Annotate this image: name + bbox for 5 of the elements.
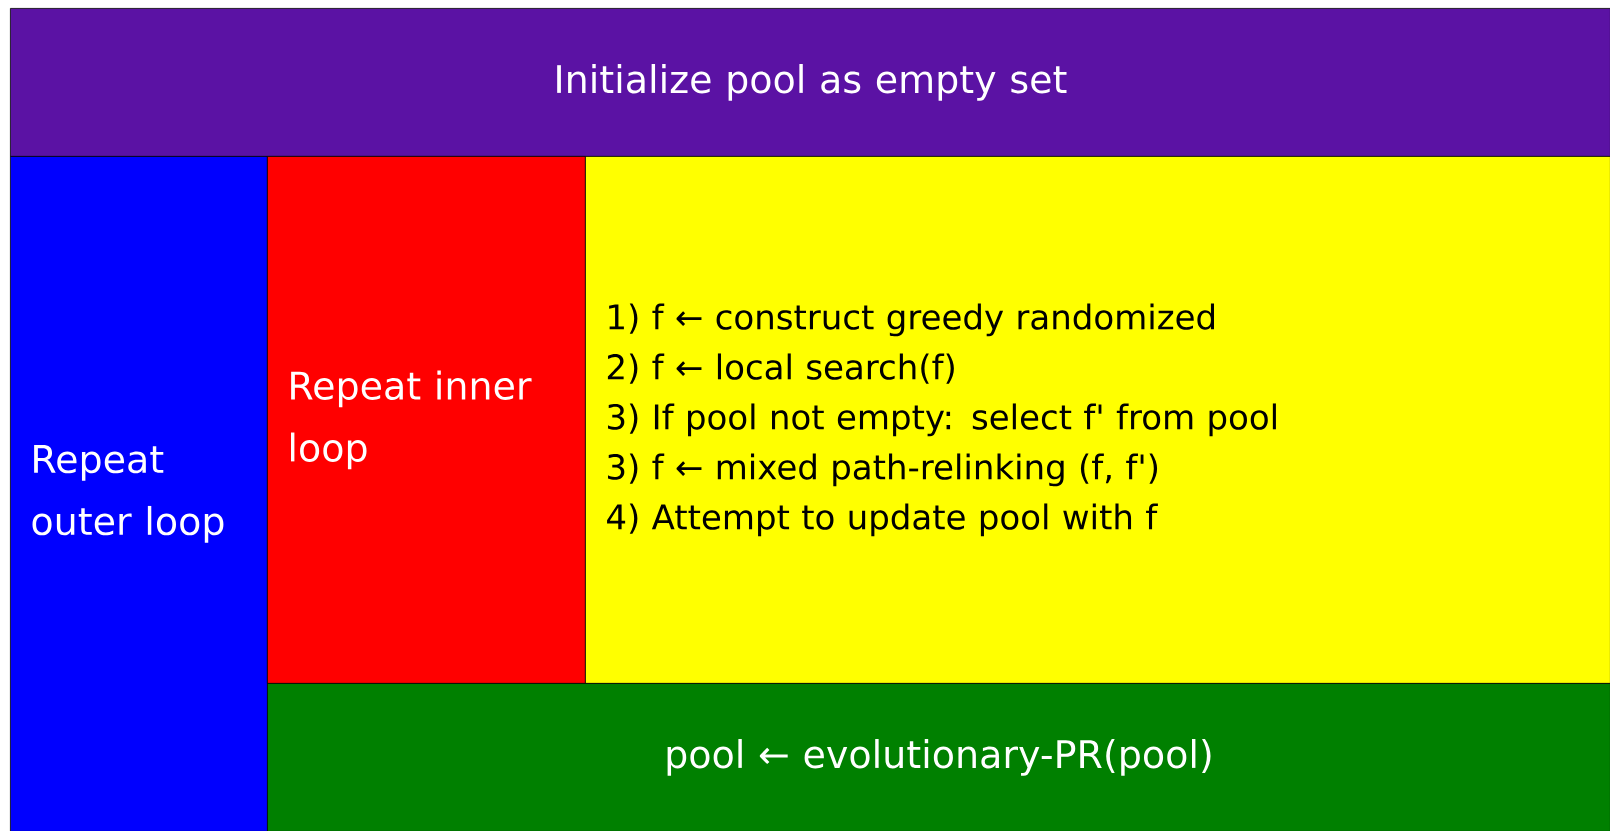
heading-band: Initialize pool as empty set xyxy=(10,8,1610,157)
loop-panel: Repeat outer loop xyxy=(10,156,268,831)
steps-panel: 1) f ← construct greedy randomized 2) f ← local search(f) 3) If pool not empty: select f' from pool 3) f ← mixed path-relinking (f, f') 4) Attempt to update pool with f xyxy=(585,156,1610,684)
result-band: pool ← evolutionary-PR(pool) xyxy=(267,683,1610,831)
loop-panel: Repeat inner loop xyxy=(267,156,586,684)
